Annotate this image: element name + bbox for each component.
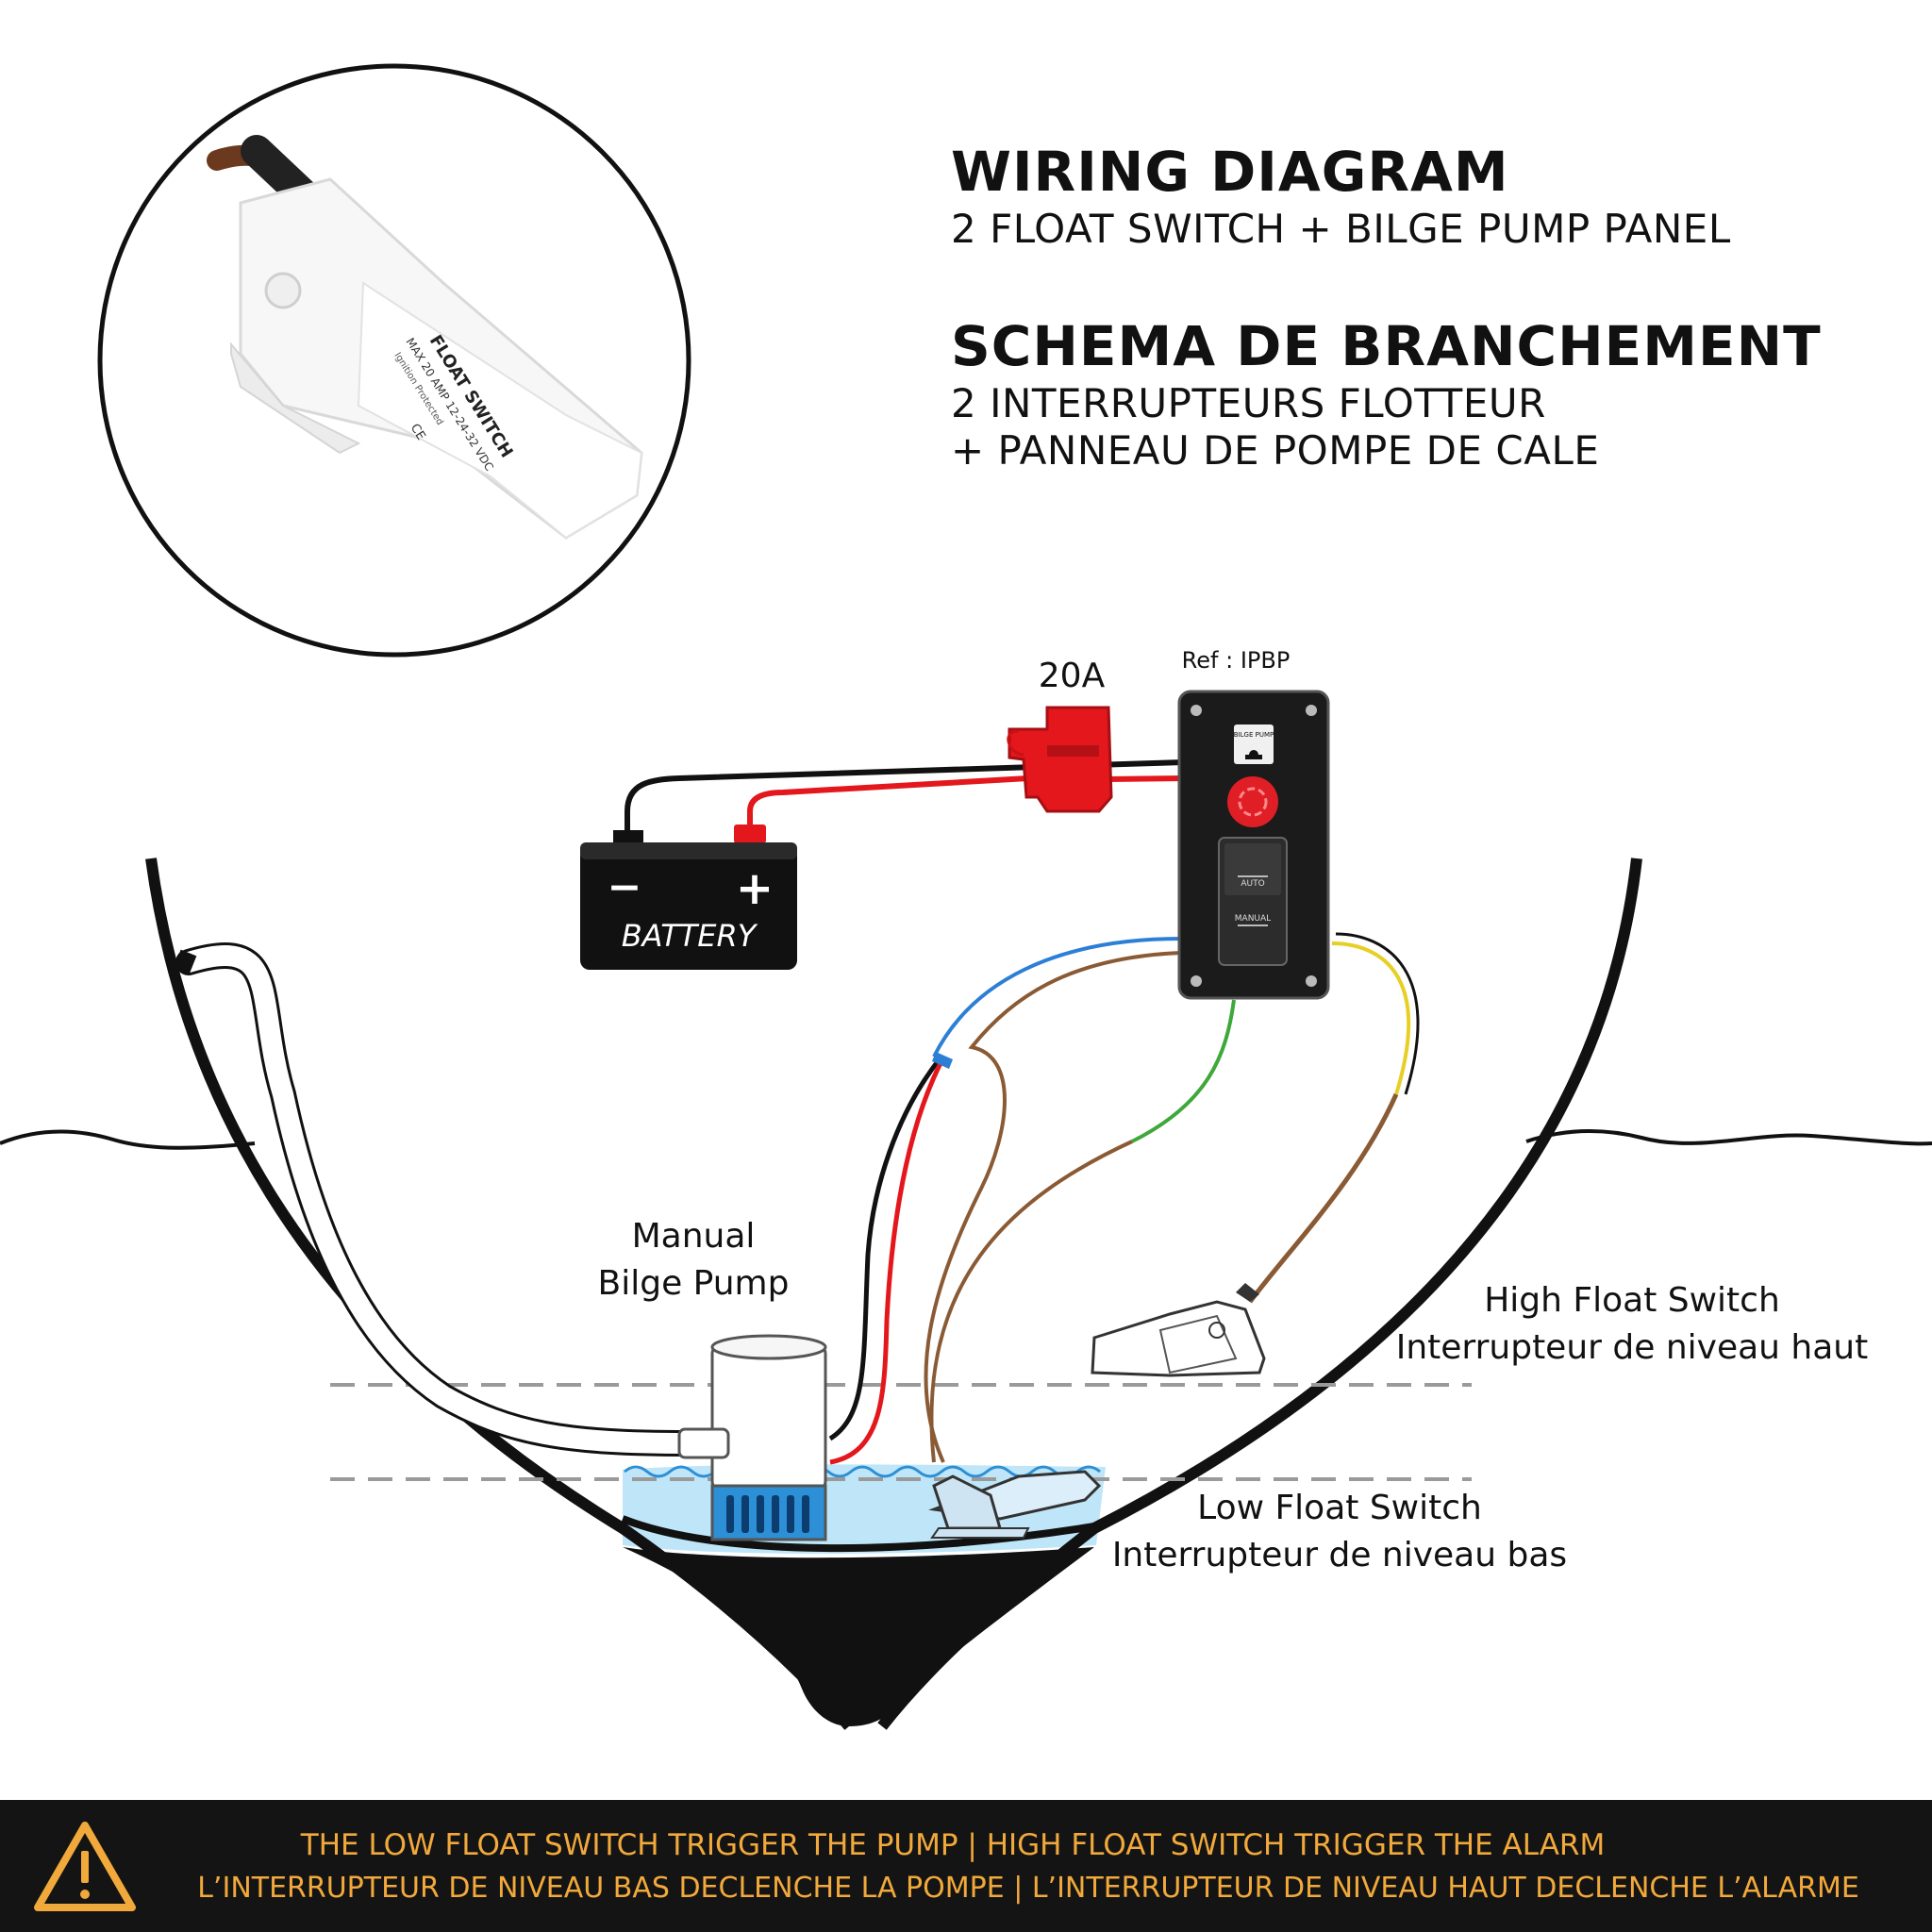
switch-auto-label: AUTO xyxy=(1241,879,1264,889)
wire-yellow xyxy=(1331,941,1410,1095)
subtitle-en: 2 FLOAT SWITCH + BILGE PUMP PANEL xyxy=(951,206,1731,252)
high-float-label-fr: Interrupteur de niveau haut xyxy=(1395,1328,1869,1367)
battery-negative: − xyxy=(608,863,642,911)
float-switch-photo: FLOAT SWITCH MAX 20 AMP 12-24-32 VDC Ign… xyxy=(97,63,691,658)
battery-label: BATTERY xyxy=(622,918,758,954)
manual-pump-label-line2: Bilge Pump xyxy=(597,1264,790,1303)
subtitle-fr-line2: + PANNEAU DE POMPE DE CALE xyxy=(951,427,1600,474)
title-en: WIRING DIAGRAM xyxy=(951,140,1509,204)
wire-red-pump xyxy=(829,1059,944,1465)
wire-green xyxy=(1131,999,1236,1143)
wire-red-fuse xyxy=(1108,775,1185,782)
panel-ref: Ref : IPBP xyxy=(1182,647,1291,674)
fuse-holder: 20A xyxy=(1007,657,1113,813)
alarm-indicator xyxy=(1227,776,1278,827)
manual-pump-label-line1: Manual xyxy=(631,1217,756,1256)
wire-blue xyxy=(932,937,1182,1058)
bilge-pump-panel: Ref : IPBP BILGE PUMP AUTO MANUAL xyxy=(1177,647,1330,1000)
wire-brown-high xyxy=(1248,1092,1399,1304)
discharge-hose xyxy=(173,942,702,1457)
footer-line-en: THE LOW FLOAT SWITCH TRIGGER THE PUMP | … xyxy=(300,1828,1606,1862)
warning-icon xyxy=(0,1800,1932,1932)
subtitle-fr-line1: 2 INTERRUPTEURS FLOTTEUR xyxy=(951,380,1546,426)
wire-brown-low xyxy=(924,951,1182,1463)
footer-line-fr: L’INTERRUPTEUR DE NIVEAU BAS DECLENCHE L… xyxy=(197,1872,1859,1905)
low-float-label-en: Low Float Switch xyxy=(1197,1489,1482,1527)
wire-red-battery xyxy=(747,775,1029,830)
switch-manual-label: MANUAL xyxy=(1235,914,1271,924)
low-float-switch xyxy=(928,1470,1102,1539)
wire-black-battery xyxy=(625,759,1185,830)
wires xyxy=(625,759,1420,1465)
wire-brown-green xyxy=(929,1140,1133,1463)
low-float-label-fr: Interrupteur de niveau bas xyxy=(1111,1536,1568,1574)
battery-positive: + xyxy=(736,862,774,915)
panel-indicator-label: BILGE PUMP xyxy=(1234,731,1274,739)
battery: − + BATTERY xyxy=(580,824,797,970)
wire-black-high xyxy=(1335,932,1420,1095)
fuse-rating: 20A xyxy=(1039,657,1106,695)
high-float-switch xyxy=(1091,1283,1266,1377)
title-fr: SCHEMA DE BRANCHEMENT xyxy=(951,314,1822,378)
wire-black-pump xyxy=(828,1055,943,1441)
high-float-label-en: High Float Switch xyxy=(1484,1281,1780,1320)
manual-bilge-pump xyxy=(677,1334,827,1541)
